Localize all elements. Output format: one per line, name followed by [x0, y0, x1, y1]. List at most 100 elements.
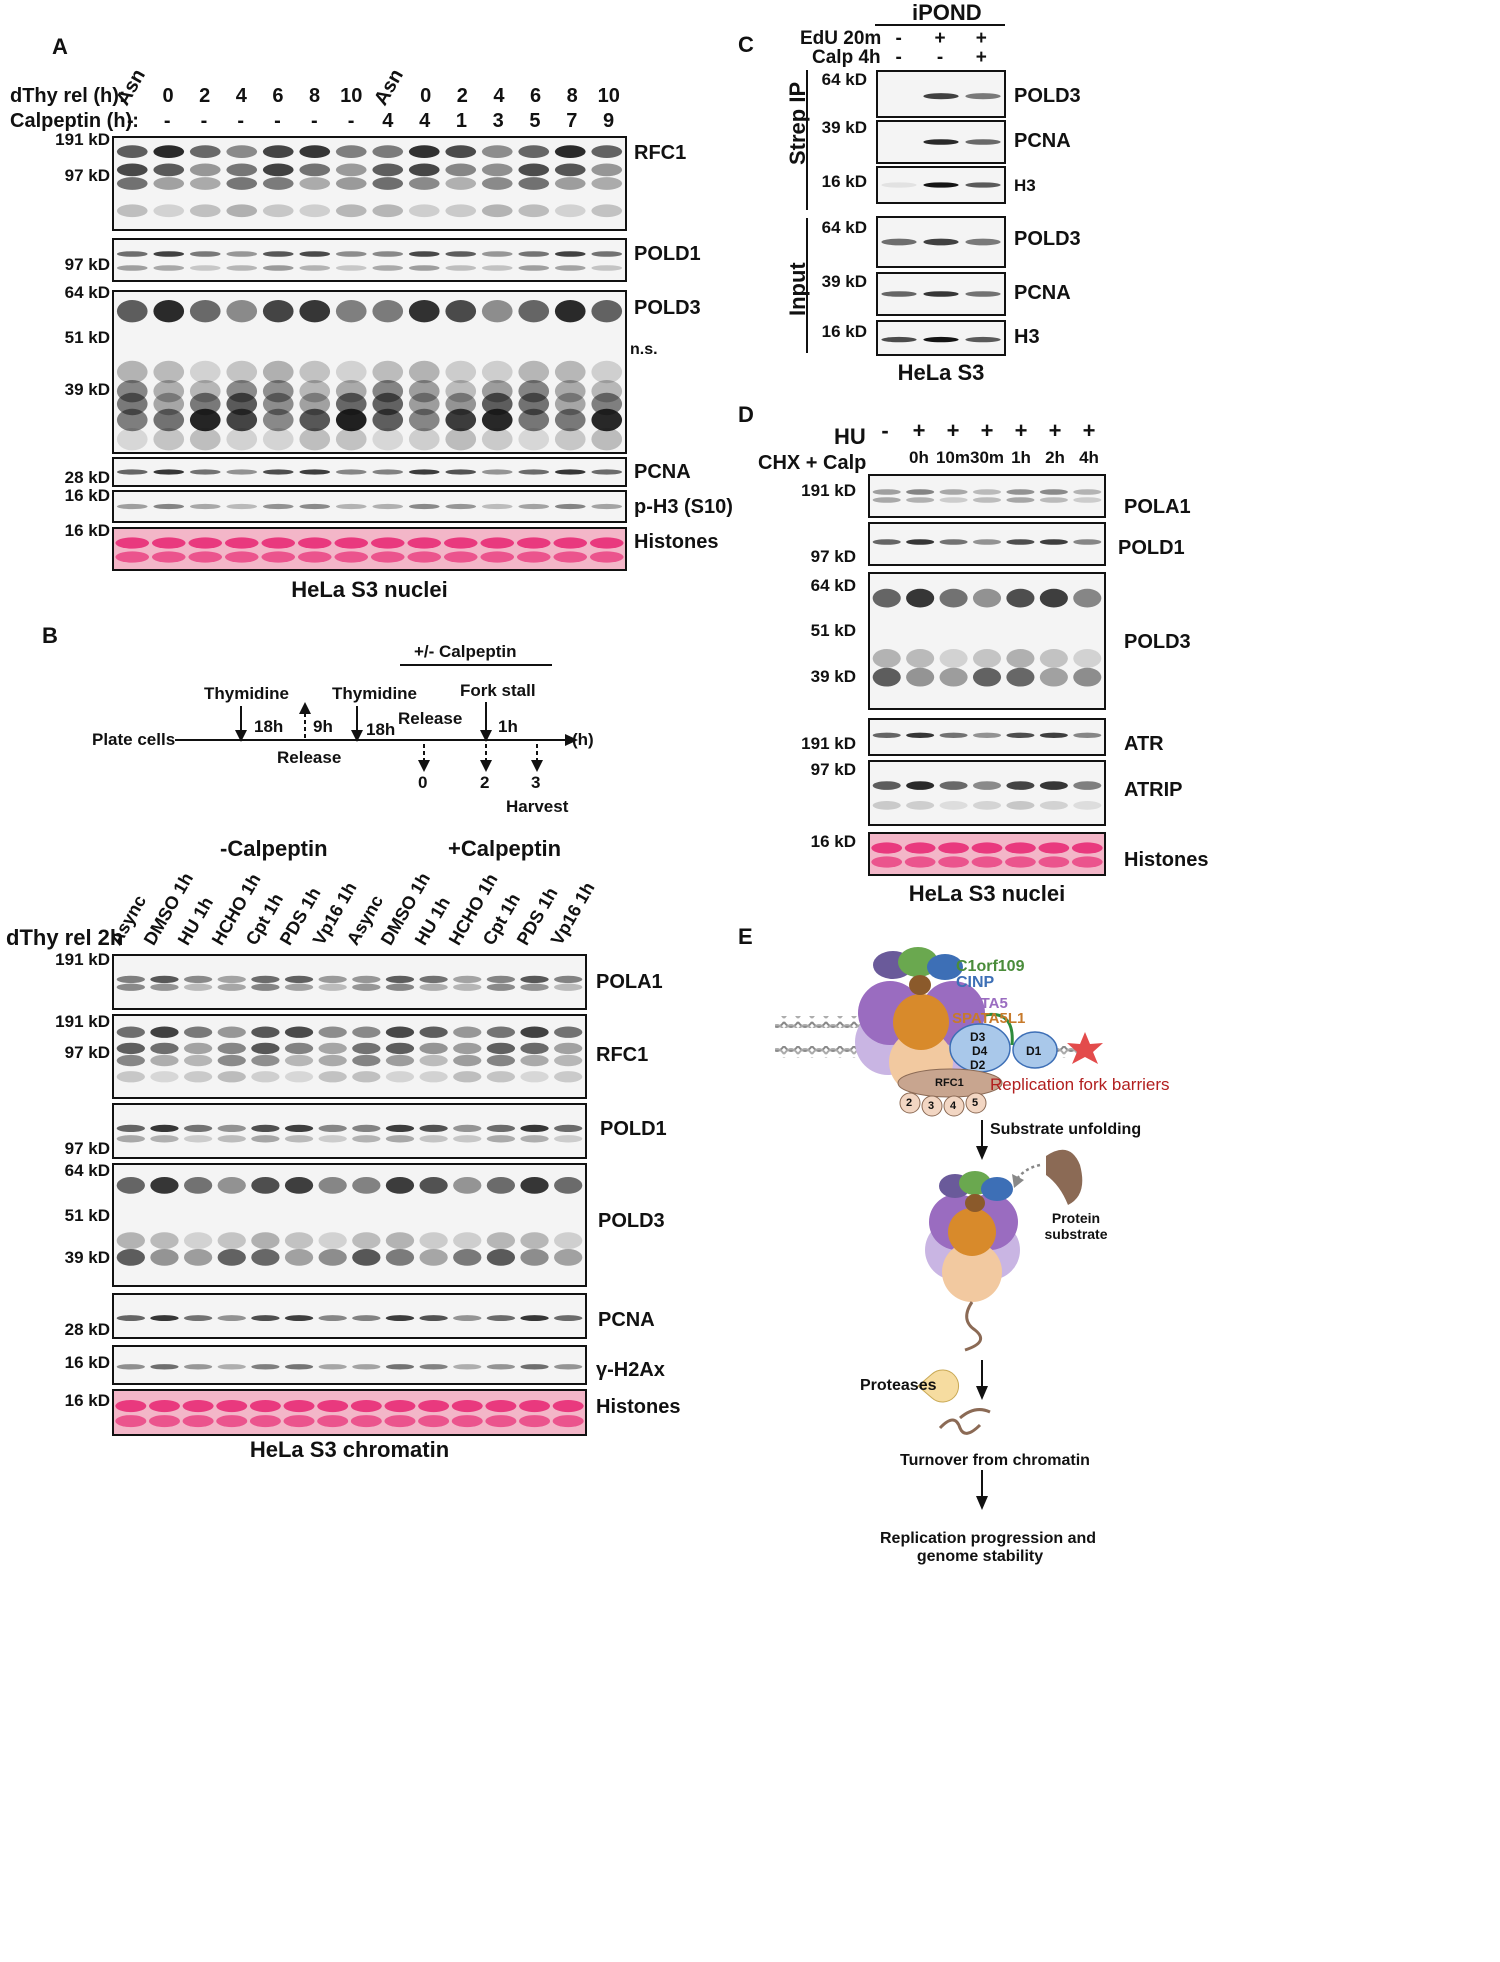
gel-band: [419, 1071, 448, 1083]
gel-band: [318, 1177, 347, 1194]
gel-band: [1073, 539, 1102, 545]
gel-band: [453, 1249, 482, 1266]
gel-band: [591, 300, 623, 323]
marker-c-64b: 64 kD: [821, 218, 867, 237]
gel-band: [183, 1054, 213, 1067]
gel-band: [385, 1124, 415, 1133]
gel-band: [335, 163, 367, 177]
histone-band: [216, 1415, 248, 1428]
gel-band: [486, 1054, 516, 1067]
gel-band: [153, 265, 185, 271]
histone-band: [589, 551, 624, 563]
marker-d-51: 51 kD: [810, 621, 856, 640]
gel-band: [284, 1232, 314, 1249]
gel-band: [183, 1135, 213, 1143]
histone-band: [148, 1415, 180, 1428]
histone-band: [224, 537, 259, 549]
gel-band: [189, 469, 221, 475]
gel-band: [486, 983, 516, 991]
gel-band: [299, 503, 331, 510]
histone-band: [182, 1400, 214, 1413]
gel-band: [445, 177, 477, 190]
histone-band: [1005, 856, 1036, 868]
gel-band: [284, 1054, 314, 1067]
gel-band: [408, 177, 440, 190]
gel-band: [939, 497, 968, 503]
gel-band: [251, 1026, 280, 1038]
protein-c-h3: H3: [1014, 176, 1036, 195]
gel-band: [906, 489, 935, 495]
gel-band: [408, 251, 440, 257]
gel-band: [226, 392, 258, 416]
gel-band: [923, 182, 959, 188]
gel-band: [352, 1054, 381, 1067]
panel-c-edu-value-2: +: [975, 28, 987, 49]
panel-a-calp-value-8: 4: [419, 110, 431, 132]
blot-d-atrip: [868, 760, 1106, 826]
gel-band: [554, 360, 586, 384]
gel-band: [116, 1249, 145, 1266]
gel-band: [116, 204, 148, 218]
timeline-t3: 3: [531, 773, 541, 792]
gel-band: [1006, 801, 1035, 810]
gel-band: [518, 360, 550, 384]
gel-band: [299, 428, 331, 451]
gel-band: [419, 983, 448, 991]
histone-band: [553, 551, 588, 563]
gel-band: [116, 360, 148, 384]
gel-band: [217, 1249, 246, 1266]
histone-band: [589, 537, 624, 549]
gel-band: [972, 732, 1002, 738]
marker-b-16b: 16 kD: [64, 1391, 110, 1410]
gel-band: [481, 177, 513, 190]
protein-b-pcna: PCNA: [598, 1309, 655, 1331]
label-spata5l1: SPATA5L1: [952, 1010, 1026, 1027]
blot-b-pcna: [112, 1293, 587, 1339]
gel-band: [372, 204, 404, 218]
blot-d-pold1: [868, 522, 1106, 566]
gel-band: [153, 392, 185, 416]
gel-band: [419, 1042, 448, 1055]
gel-band: [217, 1177, 246, 1194]
gel-band: [872, 539, 901, 545]
histone-band: [115, 1415, 147, 1428]
gel-band: [554, 1026, 583, 1038]
gel-band: [153, 251, 185, 257]
marker-a-97b: 97 kD: [64, 255, 110, 274]
protein-a-histones: Histones: [634, 531, 719, 553]
gel-band: [116, 265, 148, 271]
blot-d-histones: [868, 832, 1106, 876]
panel-a-dthy-value-3: 4: [235, 85, 247, 107]
gel-band: [116, 503, 148, 510]
histone-band: [350, 1415, 382, 1428]
gel-band: [445, 380, 477, 403]
gel-band: [226, 251, 258, 257]
gel-band: [299, 469, 331, 475]
gel-band: [1073, 781, 1102, 790]
gel-band: [189, 428, 221, 451]
panel-a-calp-value-9: 1: [455, 110, 467, 132]
marker-d-97b: 97 kD: [810, 760, 856, 779]
histone-band: [115, 537, 150, 549]
gel-band: [372, 428, 404, 451]
gel-band: [226, 360, 258, 384]
gel-band: [1073, 588, 1102, 608]
gel-band: [906, 667, 935, 687]
panel-d-chx-label: CHX + Calp: [758, 452, 867, 474]
protein-d-pold3: POLD3: [1124, 631, 1191, 653]
gel-band: [520, 983, 549, 991]
gel-band: [1006, 489, 1035, 495]
gel-band: [372, 265, 404, 271]
label-turnover: Turnover from chromatin: [900, 1452, 1090, 1469]
gel-band: [385, 1249, 415, 1266]
gel-band: [352, 1071, 381, 1083]
marker-c-64: 64 kD: [821, 70, 867, 89]
gel-band: [520, 1364, 549, 1370]
gel-band: [153, 380, 185, 403]
gel-band: [251, 1071, 280, 1083]
gel-band: [318, 1042, 347, 1055]
gel-band: [486, 1124, 516, 1133]
blot-a-ph3: [112, 490, 627, 523]
